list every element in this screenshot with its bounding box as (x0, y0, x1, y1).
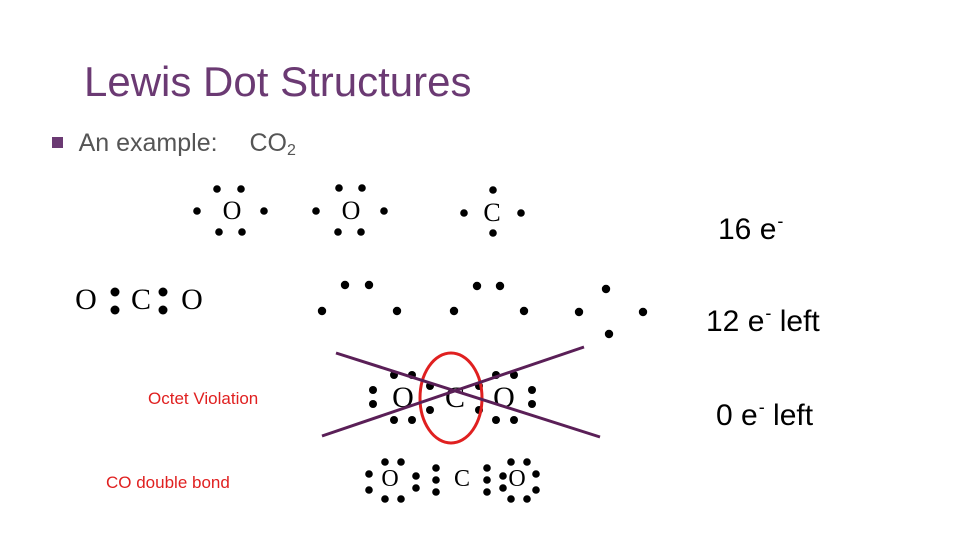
electron-dot (369, 386, 377, 394)
electron-dot (483, 464, 491, 472)
electron-dot (381, 495, 389, 503)
slide-title: Lewis Dot Structures (84, 58, 472, 105)
electron-dot (335, 184, 343, 192)
after-bonds-suffix: left (771, 305, 820, 338)
electron-dot (260, 207, 268, 215)
electron-dot (532, 470, 540, 478)
atom-oxygen-2: O (342, 196, 361, 225)
electron-dot (489, 186, 497, 194)
electrons-left-final: 0 e- left (716, 397, 813, 433)
double-bond-oxygen-left: O (381, 466, 398, 492)
electron-dot (574, 307, 584, 317)
electron-dot (523, 495, 531, 503)
electron-dot (507, 458, 515, 466)
double-bond-oxygen-right: O (508, 466, 525, 492)
atom-oxygen-1: O (223, 196, 242, 225)
example-bullet: An example: CO2 (52, 129, 296, 160)
skeleton-oxygen-left: O (75, 283, 97, 316)
electron-dot (380, 207, 388, 215)
final-charge: - (758, 397, 765, 417)
electron-dot (237, 185, 245, 193)
after-bonds-charge: - (765, 303, 772, 323)
electron-dot (532, 486, 540, 494)
electron-dot (499, 472, 507, 480)
bullet-marker (52, 137, 63, 148)
electron-dot (483, 476, 491, 484)
double-bond-carbon: C (454, 466, 470, 492)
formula-subscript: 2 (286, 142, 296, 159)
cross-out-line-1 (335, 351, 601, 439)
electron-dot (517, 209, 525, 217)
electron-dot (492, 416, 500, 424)
electron-dot (510, 416, 518, 424)
electron-dot (397, 458, 405, 466)
formula-base: CO (249, 129, 287, 157)
electron-dot (390, 416, 398, 424)
electron-dots (110, 184, 648, 503)
electron-dot (110, 305, 120, 315)
electron-dot (334, 228, 342, 236)
example-lead: An example: (78, 129, 218, 157)
electron-dot (392, 306, 402, 316)
final-value: 0 e (716, 399, 758, 432)
electron-dot (358, 184, 366, 192)
electron-dot (472, 281, 482, 291)
final-suffix: left (764, 399, 814, 432)
total-electrons-value: 16 e (718, 213, 777, 246)
electron-dot (499, 484, 507, 492)
electrons-left-after-bonds: 12 e- left (706, 303, 820, 339)
electron-dot (381, 458, 389, 466)
electron-dot (238, 228, 246, 236)
electron-dot (193, 207, 201, 215)
electron-dot (357, 228, 365, 236)
electron-dot (158, 287, 168, 297)
electron-dot (365, 470, 373, 478)
electron-dot (412, 472, 420, 480)
after-bonds-value: 12 e (706, 305, 765, 338)
electron-dot (426, 406, 434, 414)
electron-dot (215, 228, 223, 236)
electron-dot (449, 306, 459, 316)
electron-dot (365, 486, 373, 494)
double-bond-label: CO double bond (106, 473, 230, 492)
electron-dot (483, 488, 491, 496)
electron-dot (523, 458, 531, 466)
electron-dot (432, 464, 440, 472)
octet-violation-label: Octet Violation (148, 389, 259, 408)
skeleton-oxygen-right: O (181, 283, 203, 316)
electron-dot (340, 280, 350, 290)
electron-dot (432, 488, 440, 496)
electron-dot (460, 209, 468, 217)
electron-dot (601, 284, 611, 294)
electron-dot (213, 185, 221, 193)
electron-dot (369, 400, 377, 408)
skeleton-carbon: C (131, 283, 151, 316)
electron-dot (604, 329, 614, 339)
electron-dot (412, 484, 420, 492)
electron-dot (397, 495, 405, 503)
atom-carbon-1: C (483, 198, 500, 227)
electron-dot (317, 306, 327, 316)
cross-out-line-2 (321, 345, 585, 438)
electron-dot (312, 207, 320, 215)
electron-dot (489, 229, 497, 237)
total-electrons: 16 e- (718, 211, 783, 247)
electron-dot (408, 416, 416, 424)
electron-dot (528, 400, 536, 408)
total-electrons-charge: - (777, 211, 784, 231)
atom-symbols: O O C O C O O C O O C O (75, 196, 526, 492)
electron-dot (495, 281, 505, 291)
electron-dot (528, 386, 536, 394)
electron-dot (110, 287, 120, 297)
violation-carbon: C (445, 381, 465, 414)
electron-dot (519, 306, 529, 316)
electron-dot (638, 307, 648, 317)
electron-dot (364, 280, 374, 290)
electron-dot (507, 495, 515, 503)
electron-dot (158, 305, 168, 315)
electron-dot (432, 476, 440, 484)
example-formula: CO2 (249, 129, 296, 159)
